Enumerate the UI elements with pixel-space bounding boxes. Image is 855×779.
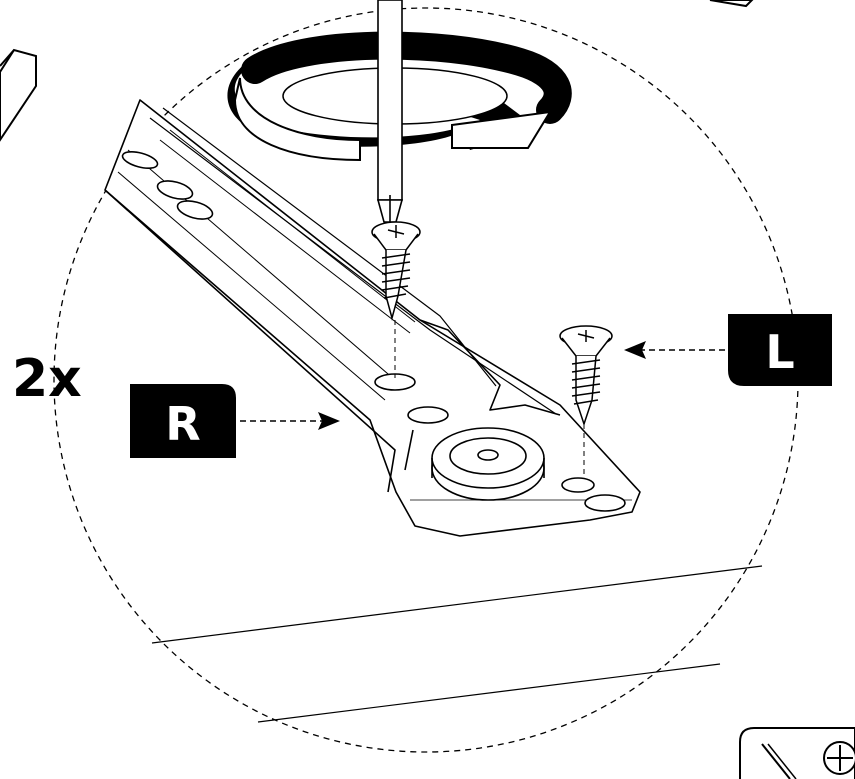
wood-screw-icon: [559, 325, 613, 427]
drawer-runner-rail: [104, 99, 641, 537]
corner-panel-top-right: [709, 0, 754, 8]
phillips-screwdriver-tool-icon: [739, 727, 855, 779]
arrow-to-left-screw: [624, 341, 725, 359]
corner-panel-top-left: [0, 48, 37, 142]
arrow-to-rail: [240, 412, 340, 430]
quantity-label: 2x: [12, 349, 82, 409]
right-side-tag: R: [130, 384, 236, 458]
left-tag-label: L: [765, 325, 794, 379]
phillips-screwdriver-icon: [376, 0, 404, 223]
board-edges: [151, 565, 763, 723]
left-side-tag: L: [728, 314, 832, 386]
right-tag-label: R: [165, 397, 200, 451]
wood-screw-icon: [371, 221, 421, 321]
